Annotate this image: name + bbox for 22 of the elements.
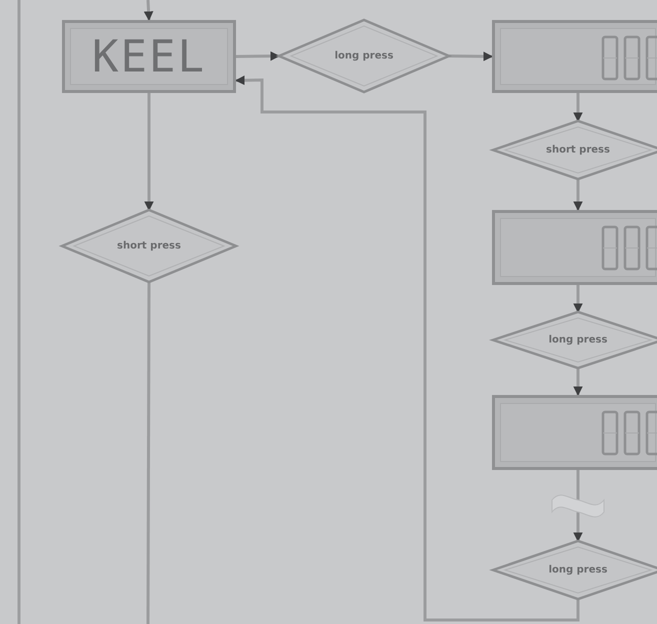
- decision-label: short press: [116, 240, 182, 252]
- arrow: [236, 51, 280, 61]
- arrow: [573, 179, 583, 211]
- arrow: [448, 52, 493, 62]
- arrow: [573, 470, 583, 542]
- display-box: [492, 210, 657, 285]
- decision-diamond: [279, 20, 449, 92]
- display-box: [492, 395, 657, 470]
- arrow: [235, 76, 580, 622]
- display-box: [492, 20, 657, 93]
- decision-label: long press: [334, 50, 394, 62]
- arrow: [573, 93, 583, 122]
- arrow: [144, 93, 154, 211]
- decision-label: long press: [548, 564, 608, 576]
- display-text: KEEL: [91, 31, 207, 82]
- arrow: [144, 0, 154, 21]
- decision-diamond: [62, 210, 236, 282]
- decision-label: short press: [545, 144, 611, 156]
- arrow: [573, 368, 583, 396]
- decision-label: long press: [548, 334, 608, 346]
- display-box: [62, 20, 236, 93]
- arrow: [573, 285, 583, 313]
